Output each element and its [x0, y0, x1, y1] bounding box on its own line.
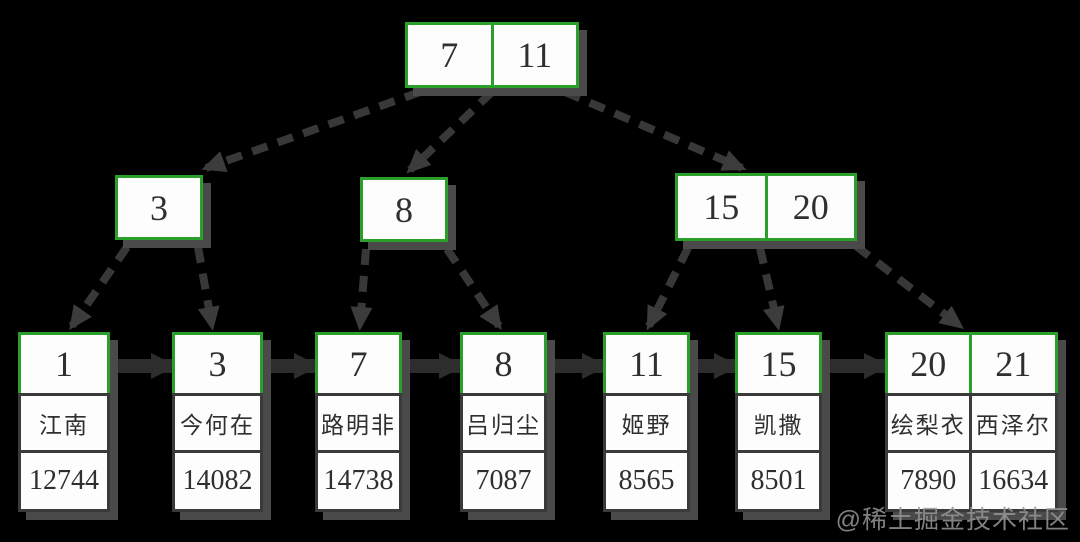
- leaf-key-cell: 20: [885, 332, 972, 396]
- edge-node15-to-leaf20: [853, 242, 964, 330]
- internal-key-cell: 3: [115, 175, 203, 240]
- leaf-value-cell: 8565: [603, 450, 690, 512]
- leaf-key-cell: 7: [315, 332, 402, 396]
- internal-key-cell: 20: [764, 173, 857, 241]
- edge-node8-to-leaf7: [350, 248, 373, 331]
- leaf-node-15: 15 凯撒 8501: [735, 332, 822, 512]
- leaf-node-11: 11 姬野 8565: [603, 332, 690, 512]
- leaf-name-cell: 凯撒: [735, 393, 822, 453]
- edge-root-to-node8: [406, 89, 495, 174]
- leaf-key-cell: 1: [18, 332, 110, 396]
- leaf-name-cell: 今何在: [172, 393, 263, 453]
- edge-node3-to-leaf3: [194, 246, 220, 331]
- leaf-value-cell: 8501: [735, 450, 822, 512]
- leaf-value-cell: 14082: [172, 450, 263, 512]
- leaf-key-cell: 8: [460, 332, 547, 396]
- leaf-node-8: 8 吕归尘 7087: [460, 332, 547, 512]
- leaf-value-cell: 7890: [885, 450, 972, 512]
- leaf-name-cell: 西泽尔: [968, 393, 1058, 453]
- leaf-name-cell: 路明非: [315, 393, 402, 453]
- leaf-value-cell: 12744: [18, 450, 110, 512]
- internal-key-cell: 15: [675, 173, 768, 241]
- leaf-key-cell: 3: [172, 332, 263, 396]
- leaf-node-7: 7 路明非 14738: [315, 332, 402, 512]
- leaf-node-3: 3 今何在 14082: [172, 332, 263, 512]
- leaf-node-1: 1 江南 12744: [18, 332, 110, 512]
- leaf-name-cell: 江南: [18, 393, 110, 453]
- root-key-cell: 7: [405, 22, 494, 88]
- internal-node-8: 8: [360, 177, 448, 242]
- root-key-cell: 11: [490, 22, 579, 88]
- edge-node15-to-leaf15: [756, 247, 785, 331]
- edge-root-to-node3: [201, 88, 422, 173]
- root-node: 7 11: [405, 22, 579, 88]
- leaf-name-cell: 姬野: [603, 393, 690, 453]
- leaf-value-cell: 7087: [460, 450, 547, 512]
- juejin-watermark: @稀土掘金技术社区: [835, 506, 1070, 534]
- internal-node-3: 3: [115, 175, 203, 240]
- edge-node15-to-leaf11: [645, 246, 692, 331]
- leaf-node-20-21: 20 绘梨衣 7890 21 西泽尔 16634: [885, 332, 1058, 512]
- edge-node3-to-leaf1: [68, 244, 131, 331]
- internal-key-cell: 8: [360, 177, 448, 242]
- leaf-value-cell: 16634: [968, 450, 1058, 512]
- edge-root-to-node15: [563, 88, 747, 172]
- internal-node-15-20: 15 20: [675, 173, 857, 241]
- leaf-name-cell: 绘梨衣: [885, 393, 972, 453]
- leaf-value-cell: 14738: [315, 450, 402, 512]
- leaf-key-cell: 15: [735, 332, 822, 396]
- edge-node8-to-leaf8: [443, 246, 503, 331]
- leaf-key-cell: 11: [603, 332, 690, 396]
- leaf-name-cell: 吕归尘: [460, 393, 547, 453]
- leaf-key-cell: 21: [968, 332, 1058, 396]
